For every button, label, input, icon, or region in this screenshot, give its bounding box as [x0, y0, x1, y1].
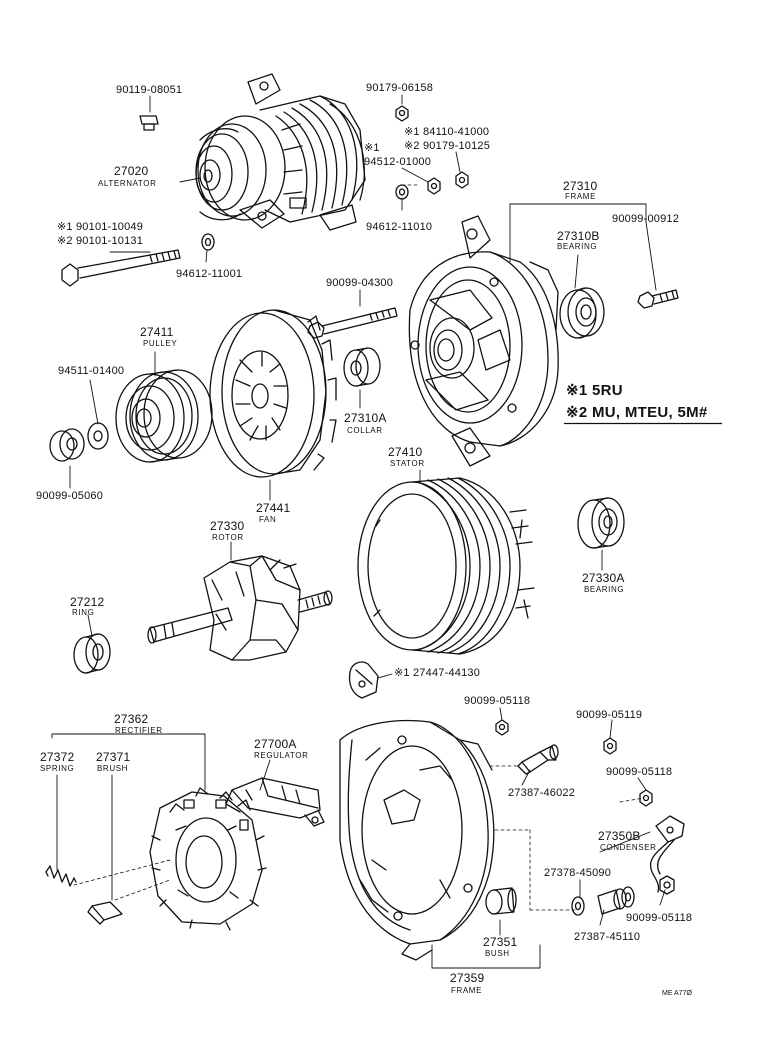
label-27410: 27410	[388, 445, 423, 459]
nuts-washers-upper	[395, 171, 469, 200]
rectifier-27362	[149, 787, 267, 931]
label-fan: FAN	[259, 515, 277, 524]
label-bush: BUSH	[485, 949, 510, 958]
label-90101-10049: ※1 90101-10049	[57, 221, 144, 233]
label-94511-01400: 94511-01400	[58, 365, 125, 377]
nut-90179-06158	[395, 105, 409, 122]
label-27371: 27371	[96, 750, 131, 764]
bearing-27330A	[577, 497, 625, 549]
label-collar: COLLAR	[347, 426, 383, 435]
label-27020: 27020	[114, 164, 149, 178]
nut-90099-05060	[49, 428, 85, 462]
bolt-90099-00912	[637, 289, 679, 309]
label-94612-11010: 94612-11010	[366, 221, 433, 233]
clip-27447-44130	[348, 661, 379, 699]
label-rotor: ROTOR	[212, 533, 244, 542]
label-27212: 27212	[70, 595, 105, 609]
brush-27371	[87, 901, 123, 925]
label-frame-2: FRAME	[451, 986, 482, 995]
spring-27372	[45, 865, 77, 887]
label-90099-05119: 90099-05119	[576, 709, 643, 721]
washer-27378-45090	[571, 896, 585, 916]
label-27310: 27310	[563, 179, 598, 193]
through-bolt-90101	[61, 249, 181, 287]
label-27351: 27351	[483, 935, 518, 949]
label-27359: 27359	[450, 971, 485, 985]
label-90099-05118-c: 90099-05118	[626, 912, 693, 924]
fan-27441	[209, 309, 337, 478]
label-84110-41000: ※1 84110-41000	[404, 126, 490, 138]
label-94612-11001: 94612-11001	[176, 268, 243, 280]
label-27310B: 27310B	[557, 229, 600, 243]
drive-end-frame	[408, 215, 559, 467]
condenser-27350B	[649, 815, 685, 893]
insulator-27387-45110	[597, 886, 635, 915]
label-27372: 27372	[40, 750, 75, 764]
washer-94511-01400	[87, 422, 109, 450]
label-27411: 27411	[140, 325, 174, 339]
label-brush: BRUSH	[97, 764, 129, 773]
label-90179-06158: 90179-06158	[366, 82, 434, 94]
label-90101-10131: ※2 90101-10131	[57, 235, 144, 247]
label-27387-46022: 27387-46022	[508, 787, 576, 799]
regulator-27700A	[225, 777, 325, 827]
label-94512-star: ※1	[364, 142, 380, 154]
label-27441: 27441	[256, 501, 291, 515]
alternator-assembly	[195, 73, 366, 231]
nut-90099-05118-upper	[495, 719, 509, 736]
legend-line-2: ※2 MU, MTEU, 5M#	[566, 404, 708, 421]
leader-lines	[51, 94, 666, 969]
ring-27212	[73, 633, 111, 674]
insulator-27387-46022	[517, 744, 559, 775]
label-27330: 27330	[210, 519, 245, 533]
nut-90099-05118-lower	[659, 875, 675, 895]
label-27378-45090: 27378-45090	[544, 867, 612, 879]
legend-underline	[564, 422, 722, 425]
label-27310A: 27310A	[344, 411, 387, 425]
nut-90099-05118-mid	[639, 789, 653, 807]
label-90119-08051: 90119-08051	[116, 84, 183, 96]
rear-frame-27359	[339, 719, 495, 961]
bolt-90119-08051	[139, 115, 159, 131]
pulley-27411	[115, 369, 213, 463]
assembly-dashed-lines	[73, 184, 645, 911]
collar-27310A	[343, 347, 381, 387]
label-90099-04300: 90099-04300	[326, 277, 394, 289]
label-90099-00912: 90099-00912	[612, 213, 680, 225]
label-frame: FRAME	[565, 192, 596, 201]
label-ring: RING	[72, 608, 95, 617]
bearing-27310B	[559, 287, 605, 339]
label-bearing: BEARING	[557, 242, 598, 251]
label-90099-05060: 90099-05060	[36, 490, 104, 502]
label-90179-10125: ※2 90179-10125	[404, 140, 491, 152]
label-bearing-2: BEARING	[584, 585, 625, 594]
washer-94612-11001	[201, 233, 215, 251]
label-pulley: PULLEY	[143, 339, 178, 348]
rotor-27330	[147, 555, 333, 661]
label-stator: STATOR	[390, 459, 425, 468]
label-regulator: REGULATOR	[254, 751, 309, 760]
bolt-90099-04300	[307, 307, 398, 339]
label-27387-45110: 27387-45110	[574, 931, 641, 943]
label-27447-44130: ※1 27447-44130	[394, 667, 481, 679]
label-27362: 27362	[114, 712, 149, 726]
label-94512-01000: 94512-01000	[364, 156, 432, 168]
nut-90099-05119	[603, 737, 617, 755]
label-rectifier: RECTIFIER	[115, 726, 163, 735]
label-90099-05118-b: 90099-05118	[606, 766, 673, 778]
stator-27410	[357, 477, 535, 655]
label-spring: SPRING	[40, 764, 75, 773]
bush-27351	[485, 887, 517, 915]
label-90099-05118-a: 90099-05118	[464, 695, 531, 707]
label-27330A: 27330A	[582, 571, 625, 585]
label-alternator: ALTERNATOR	[98, 179, 157, 188]
label-27350B: 27350B	[598, 829, 641, 843]
diagram-code: ME A77Ø	[662, 990, 692, 997]
label-condenser: CONDENSER	[600, 843, 657, 852]
legend-line-1: ※1 5RU	[566, 382, 623, 399]
label-27700A: 27700A	[254, 737, 297, 751]
